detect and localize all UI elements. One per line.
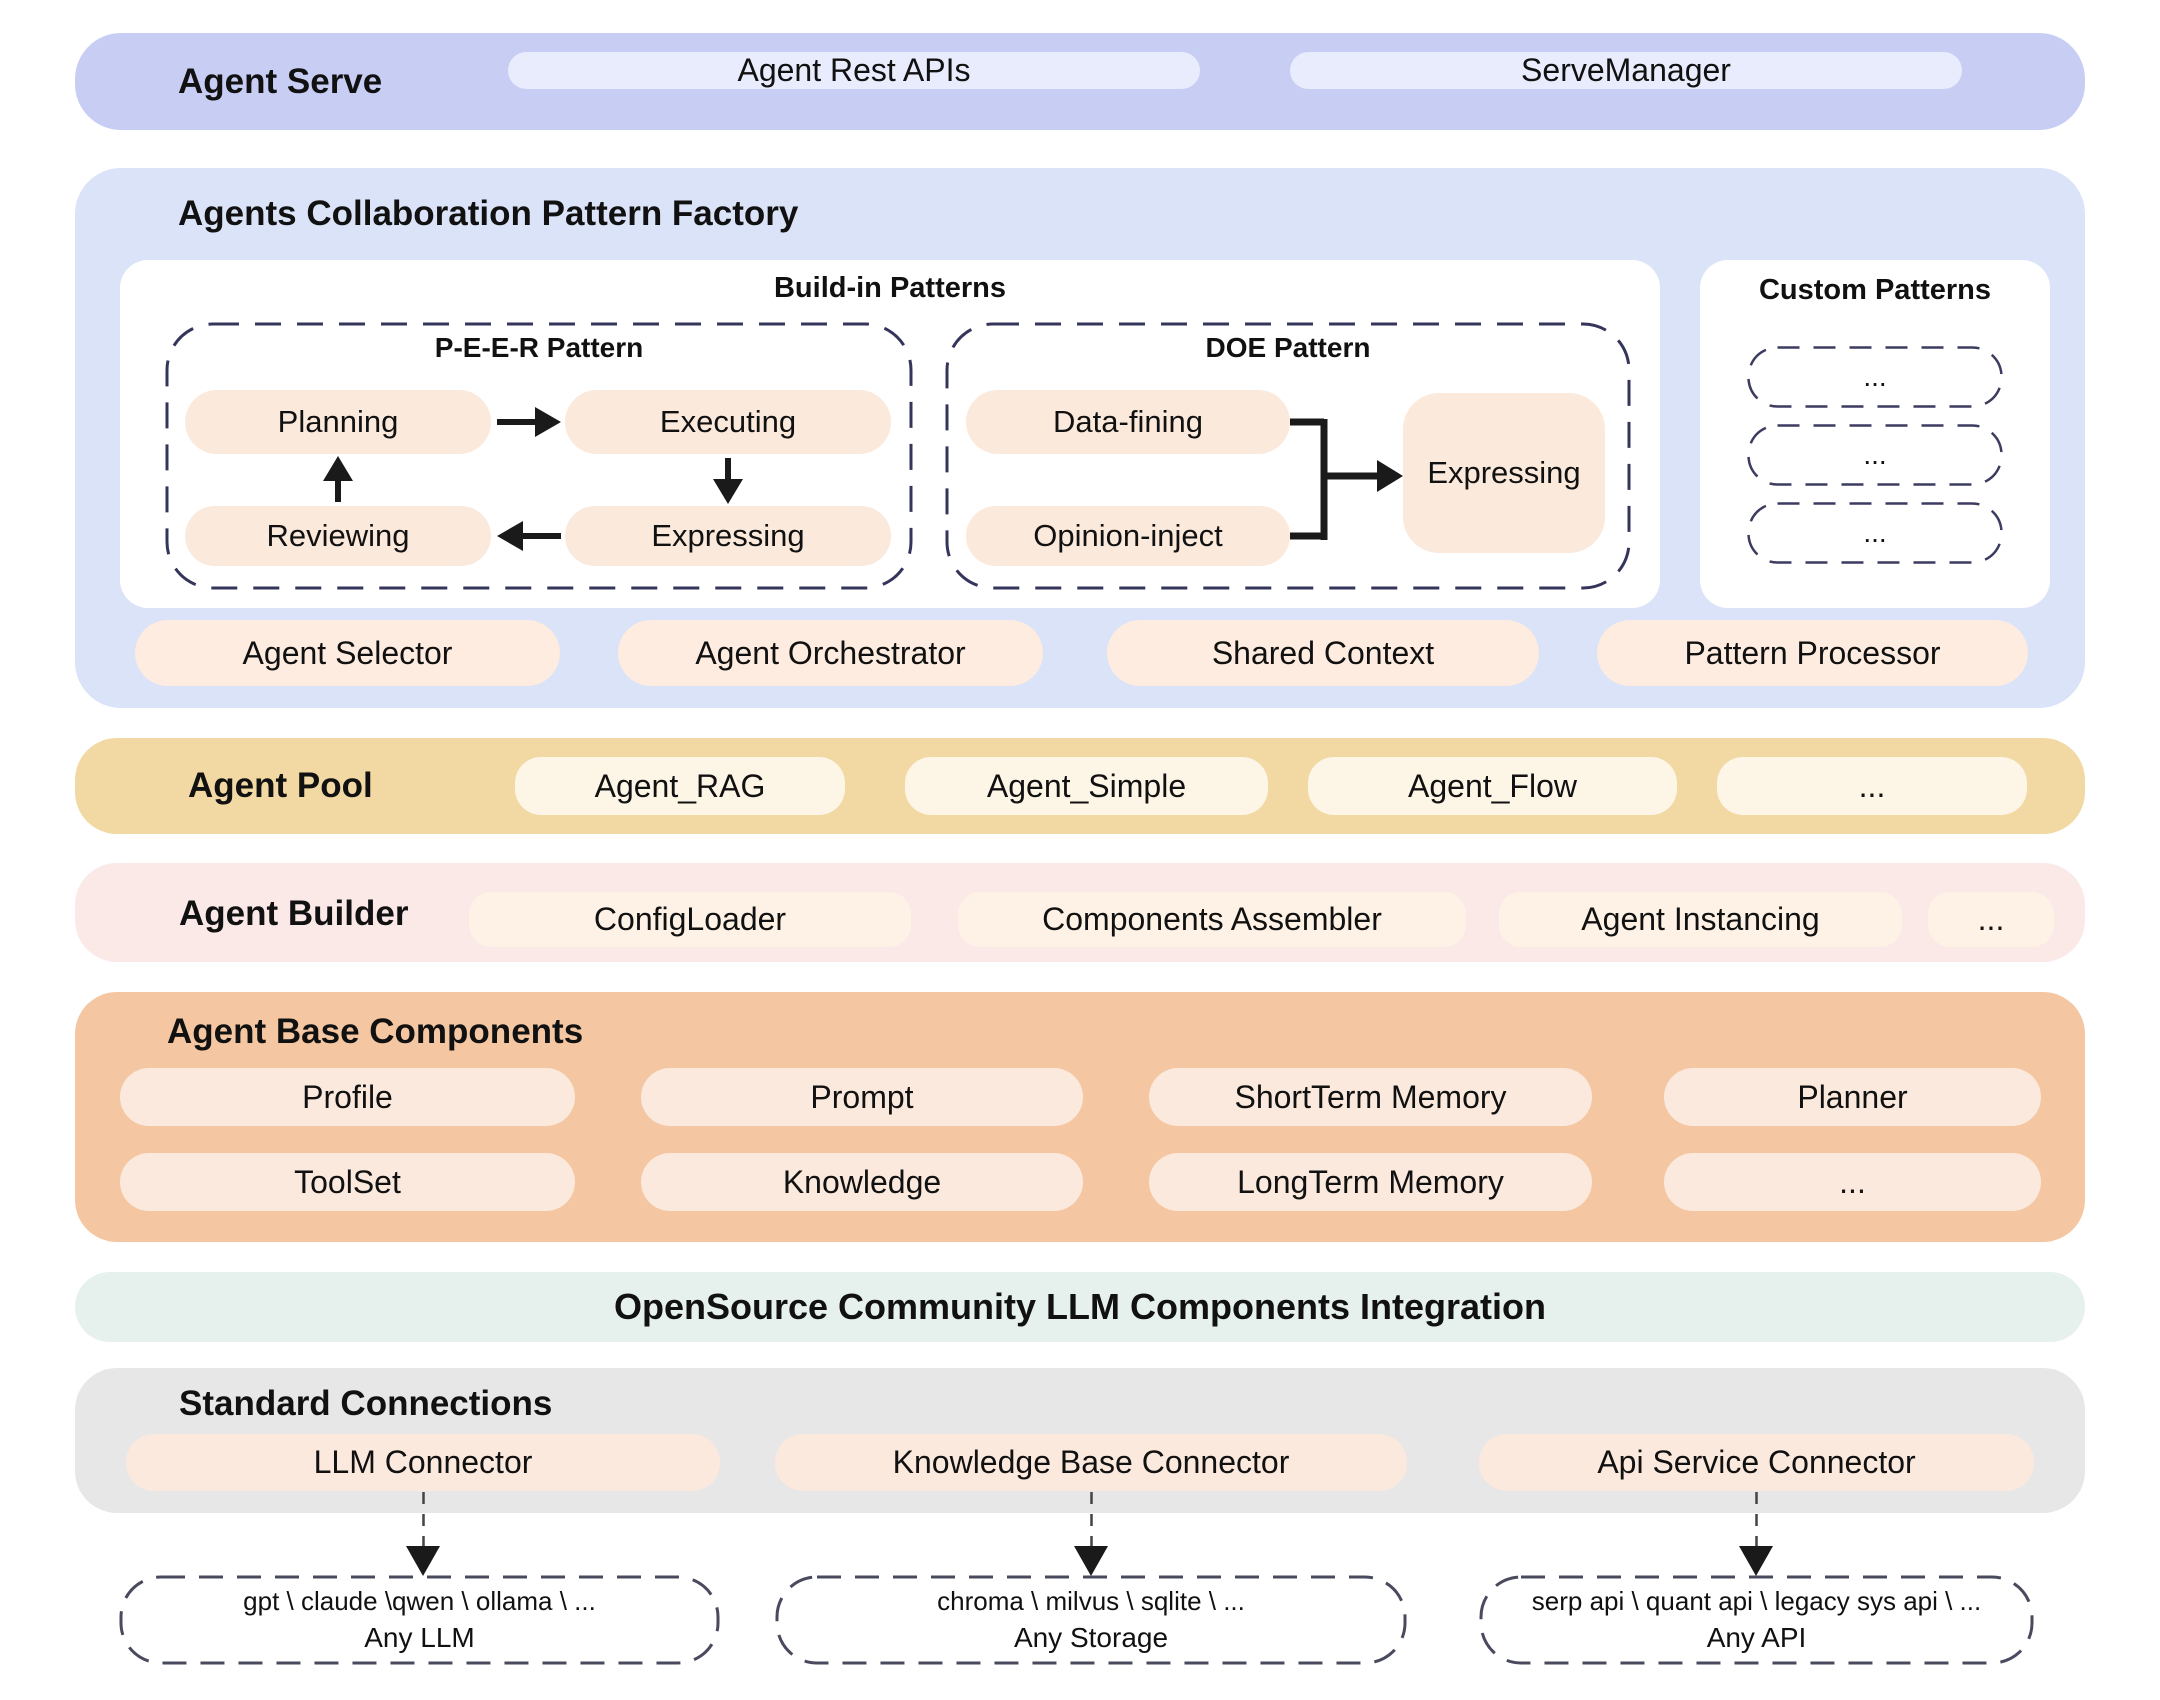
- standard-connections-section: Standard Connections LLM Connector Knowl…: [75, 1368, 2085, 1513]
- peer-cycle-arrows: [323, 407, 743, 551]
- llm-providers-text: gpt \ claude \qwen \ ollama \ ...: [243, 1586, 596, 1616]
- storage-providers-text: chroma \ milvus \ sqlite \ ...: [937, 1586, 1245, 1616]
- custom-slot-label: ...: [1863, 361, 1887, 392]
- arrow-up-icon: [323, 456, 353, 502]
- peer-planning-node: Planning: [185, 390, 491, 454]
- doe-expressing-node: Expressing: [1403, 393, 1605, 553]
- agent-base-components-section: Agent Base Components Profile Prompt Sho…: [75, 992, 2085, 1242]
- peer-pattern-box: P-E-E-R Pattern Planning Executing Revie…: [165, 322, 913, 590]
- custom-pattern-slot: ...: [1747, 424, 2003, 486]
- arrow-right-icon: [497, 407, 561, 437]
- agent-instancing-pill: Agent Instancing: [1499, 892, 1902, 947]
- agent-serve-title: Agent Serve: [178, 62, 383, 101]
- custom-pattern-slot: ...: [1747, 502, 2003, 564]
- any-api-dashed-border: [1479, 1575, 2034, 1665]
- agent-serve-section: Agent Serve Agent Rest APIs ServeManager: [75, 33, 2085, 130]
- custom-pattern-slot: ...: [1747, 346, 2003, 408]
- components-assembler-pill: Components Assembler: [958, 892, 1466, 947]
- arrow-down-icon: [406, 1546, 440, 1576]
- integration-banner-title: OpenSource Community LLM Components Inte…: [613, 1286, 1546, 1327]
- prompt-pill: Prompt: [641, 1068, 1083, 1126]
- base-more-pill: ...: [1664, 1153, 2041, 1211]
- arrow-left-icon: [497, 521, 561, 551]
- toolset-pill: ToolSet: [120, 1153, 575, 1211]
- pattern-factory-title: Agents Collaboration Pattern Factory: [178, 194, 799, 233]
- arrow-right-icon: [1324, 460, 1403, 492]
- pattern-factory-section: Agents Collaboration Pattern Factory Bui…: [75, 168, 2085, 708]
- planner-pill: Planner: [1664, 1068, 2041, 1126]
- llm-connector-pill: LLM Connector: [126, 1434, 720, 1491]
- agent-orchestrator-pill: Agent Orchestrator: [618, 620, 1043, 686]
- any-storage-box: chroma \ milvus \ sqlite \ ... Any Stora…: [775, 1575, 1407, 1665]
- doe-pattern-title: DOE Pattern: [1205, 332, 1371, 363]
- agent-builder-title: Agent Builder: [179, 894, 409, 933]
- api-providers-text: serp api \ quant api \ legacy sys api \ …: [1531, 1586, 1982, 1616]
- agent-simple-pill: Agent_Simple: [905, 757, 1268, 815]
- any-llm-dashed-border: [119, 1575, 720, 1665]
- doe-pattern-box: DOE Pattern Data-fining Opinion-inject E…: [945, 322, 1631, 590]
- kb-connector-drop-line: [1090, 1492, 1093, 1548]
- merge-bracket-icon: [1290, 418, 1328, 540]
- any-llm-box: gpt \ claude \qwen \ ollama \ ... Any LL…: [119, 1575, 720, 1665]
- pattern-processor-pill: Pattern Processor: [1597, 620, 2028, 686]
- any-api-box: serp api \ quant api \ legacy sys api \ …: [1479, 1575, 2034, 1665]
- agent-base-components-title: Agent Base Components: [167, 1012, 584, 1051]
- slot-dashed-border: [1747, 346, 2003, 408]
- integration-banner: OpenSource Community LLM Components Inte…: [75, 1272, 2085, 1342]
- custom-patterns-box: Custom Patterns ... ... ...: [1700, 260, 2050, 608]
- agent-flow-pill: Agent_Flow: [1308, 757, 1677, 815]
- agent-pool-title: Agent Pool: [188, 766, 373, 805]
- arrow-down-icon: [1074, 1546, 1108, 1576]
- standard-connections-title: Standard Connections: [179, 1384, 553, 1423]
- agent-builder-section: Agent Builder ConfigLoader Components As…: [75, 863, 2085, 962]
- slot-dashed-border: [1747, 502, 2003, 564]
- shortterm-memory-pill: ShortTerm Memory: [1149, 1068, 1592, 1126]
- any-api-text: Any API: [1706, 1622, 1807, 1653]
- knowledge-pill: Knowledge: [641, 1153, 1083, 1211]
- agent-more-pill: ...: [1717, 757, 2027, 815]
- agent-pool-section: Agent Pool Agent_RAG Agent_Simple Agent_…: [75, 738, 2085, 834]
- custom-slot-label: ...: [1863, 439, 1887, 470]
- peer-executing-node: Executing: [565, 390, 891, 454]
- api-service-connector-pill: Api Service Connector: [1479, 1434, 2034, 1491]
- knowledge-base-connector-pill: Knowledge Base Connector: [775, 1434, 1407, 1491]
- arrow-down-icon: [713, 458, 743, 504]
- peer-expressing-node: Expressing: [565, 506, 891, 566]
- any-storage-dashed-border: [775, 1575, 1407, 1665]
- profile-pill: Profile: [120, 1068, 575, 1126]
- longterm-memory-pill: LongTerm Memory: [1149, 1153, 1592, 1211]
- arrow-down-icon: [1739, 1546, 1773, 1576]
- peer-reviewing-node: Reviewing: [185, 506, 491, 566]
- any-llm-text: Any LLM: [364, 1622, 475, 1653]
- agent-rest-apis-pill: Agent Rest APIs: [508, 52, 1200, 89]
- doe-merge-arrows: [1290, 418, 1403, 540]
- shared-context-pill: Shared Context: [1107, 620, 1539, 686]
- custom-patterns-title: Custom Patterns: [1758, 274, 1992, 306]
- llm-connector-drop-line: [422, 1492, 425, 1548]
- slot-dashed-border: [1747, 424, 2003, 486]
- doe-opinion-inject-node: Opinion-inject: [966, 506, 1290, 566]
- buildin-patterns-box: Build-in Patterns P-E-E-R Pattern Planni…: [120, 260, 1660, 608]
- config-loader-pill: ConfigLoader: [469, 892, 911, 947]
- doe-data-fining-node: Data-fining: [966, 390, 1290, 454]
- peer-pattern-title: P-E-E-R Pattern: [434, 332, 644, 363]
- agent-selector-pill: Agent Selector: [135, 620, 560, 686]
- builder-more-pill: ...: [1928, 892, 2054, 947]
- agent-rag-pill: Agent_RAG: [515, 757, 845, 815]
- buildin-patterns-title: Build-in Patterns: [773, 272, 1006, 304]
- serve-manager-pill: ServeManager: [1290, 52, 1962, 89]
- custom-slot-label: ...: [1863, 517, 1887, 548]
- any-storage-text: Any Storage: [1013, 1622, 1169, 1653]
- api-connector-drop-line: [1755, 1492, 1758, 1548]
